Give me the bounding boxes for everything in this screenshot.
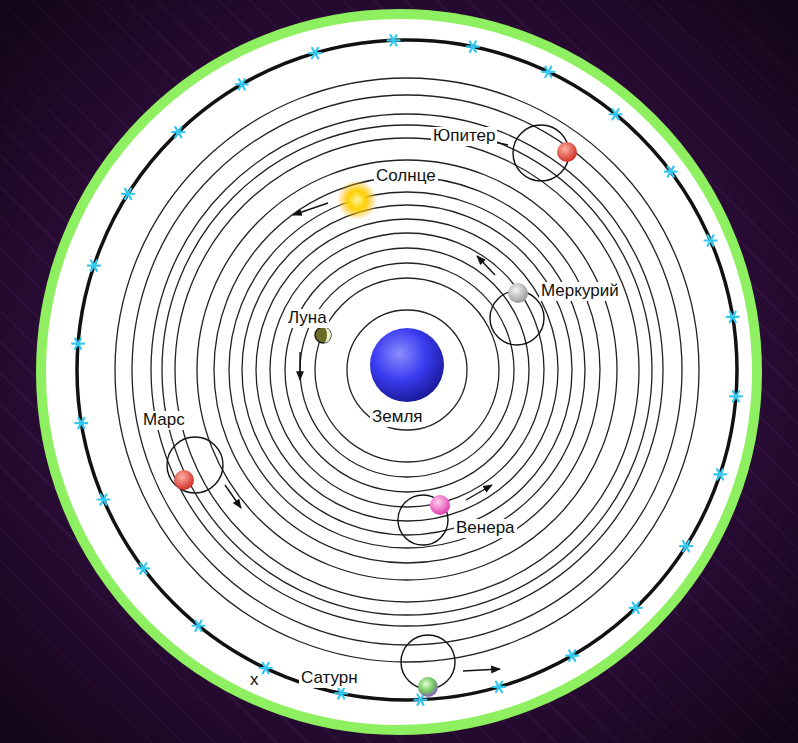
star	[75, 418, 87, 428]
saturn-arrow	[463, 669, 500, 671]
star	[137, 563, 149, 573]
orbit-ring	[300, 263, 514, 477]
star	[493, 682, 505, 692]
orbit-ring	[162, 125, 652, 615]
star	[542, 67, 554, 77]
sphere-label-fragment: х	[248, 671, 261, 690]
stars	[72, 35, 742, 705]
star	[727, 312, 739, 322]
orbit-ring	[175, 138, 639, 602]
star	[88, 260, 100, 270]
mars-arrow	[225, 485, 241, 508]
orbit-ring	[197, 160, 617, 580]
star	[236, 79, 248, 89]
star	[714, 469, 726, 479]
planet-label: Сатурн	[299, 669, 360, 688]
star	[309, 48, 321, 58]
star	[192, 621, 204, 631]
mercury	[508, 283, 528, 303]
orbit-rings	[115, 78, 699, 662]
planet-label: Меркурий	[539, 282, 621, 301]
star	[665, 166, 677, 176]
orbit-ring	[347, 310, 467, 430]
orbit-ring	[151, 114, 663, 626]
star	[566, 651, 578, 661]
planet-label: Луна	[286, 309, 329, 328]
orbit-ring	[214, 177, 600, 563]
orbit-ring	[115, 78, 699, 662]
star	[630, 603, 642, 613]
planet-label: Земля	[370, 408, 425, 427]
planet-label: Марс	[141, 411, 187, 430]
moon-arrow	[299, 352, 300, 380]
planet-label: Юпитер	[431, 127, 497, 146]
moon	[315, 327, 331, 343]
orbit-ring	[132, 95, 682, 645]
sun-arrow	[293, 203, 328, 215]
orbit-ring	[256, 219, 558, 521]
venus	[430, 495, 450, 515]
star	[260, 663, 272, 673]
star	[388, 35, 400, 45]
planet-label: Венера	[454, 519, 517, 538]
jupiter	[557, 142, 577, 162]
mercury-arrow	[477, 256, 495, 275]
orbit-ring	[229, 192, 585, 548]
outer-frame	[41, 14, 757, 730]
star	[705, 235, 717, 245]
planet-label: Солнце	[374, 167, 438, 186]
orbit-ring	[242, 205, 572, 535]
star	[467, 41, 479, 51]
star	[122, 189, 134, 199]
star	[680, 541, 692, 551]
star-sphere	[77, 40, 737, 700]
moon-phase	[323, 327, 331, 343]
star	[730, 391, 742, 401]
star	[610, 109, 622, 119]
orbit-ring	[270, 233, 544, 507]
star	[172, 127, 184, 137]
star	[97, 494, 109, 504]
venus-arrow	[466, 485, 492, 500]
star	[72, 338, 84, 348]
orbit-ring	[315, 278, 499, 462]
star	[335, 688, 347, 698]
earth	[370, 328, 444, 402]
mars	[174, 470, 194, 490]
sun	[337, 180, 377, 220]
mars-epicycle	[167, 437, 223, 493]
orbit-ring	[285, 248, 529, 492]
saturn	[418, 677, 438, 697]
